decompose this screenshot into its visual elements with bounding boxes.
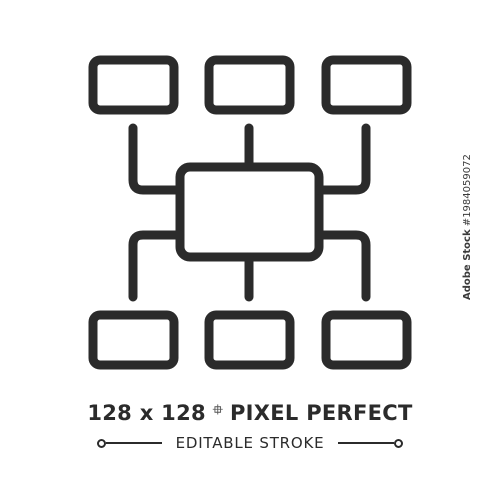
bottom-center-box bbox=[204, 310, 295, 370]
stock-watermark: Adobe Stock #1984059072 bbox=[462, 100, 476, 300]
subtitle-text: EDITABLE STROKE bbox=[175, 434, 325, 452]
top-left-box bbox=[88, 55, 179, 115]
connector-top-right bbox=[314, 123, 371, 195]
left-rule-line bbox=[105, 442, 162, 444]
right-rule-dot-icon bbox=[394, 438, 404, 448]
pixel-grid-icon: ⯐ bbox=[212, 403, 223, 418]
bottom-right-box bbox=[321, 310, 412, 370]
size-text: 128 x 128 bbox=[87, 401, 206, 425]
top-center-box bbox=[204, 55, 295, 115]
right-rule bbox=[338, 438, 404, 448]
quality-text: PIXEL PERFECT bbox=[229, 401, 413, 425]
connector-bottom-left bbox=[128, 230, 185, 302]
editable-stroke-caption: EDITABLE STROKE bbox=[0, 430, 500, 456]
right-rule-line bbox=[338, 442, 395, 444]
watermark-brand: Adobe Stock bbox=[462, 229, 473, 300]
left-rule-dot-icon bbox=[96, 438, 106, 448]
watermark-id: #1984059072 bbox=[462, 154, 473, 227]
size-caption: 128 x 128 ⯐ PIXEL PERFECT bbox=[0, 398, 500, 428]
connector-top-left bbox=[128, 123, 185, 195]
bottom-left-box bbox=[88, 310, 179, 370]
top-right-box bbox=[321, 55, 412, 115]
connector-bottom-right bbox=[314, 230, 371, 302]
center-box bbox=[175, 162, 324, 262]
left-rule bbox=[96, 438, 162, 448]
